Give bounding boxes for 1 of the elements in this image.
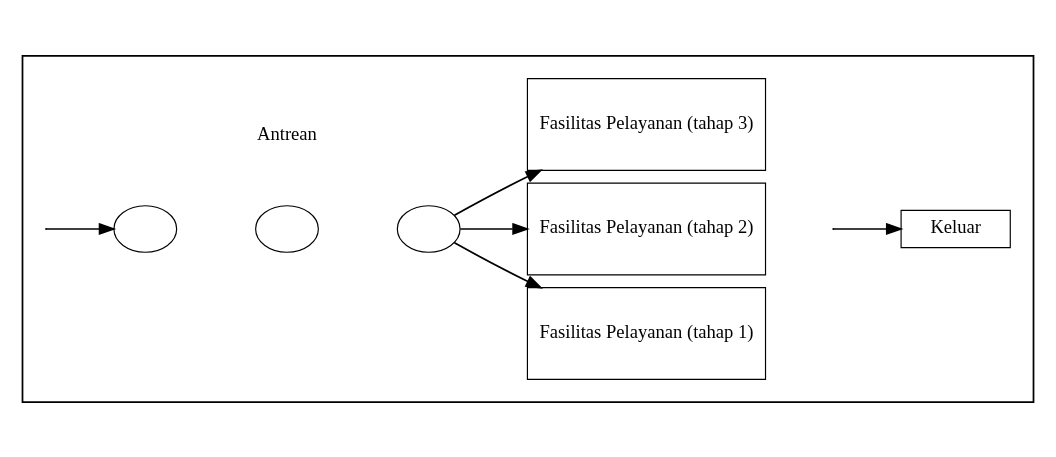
label: Antrean	[257, 122, 317, 144]
